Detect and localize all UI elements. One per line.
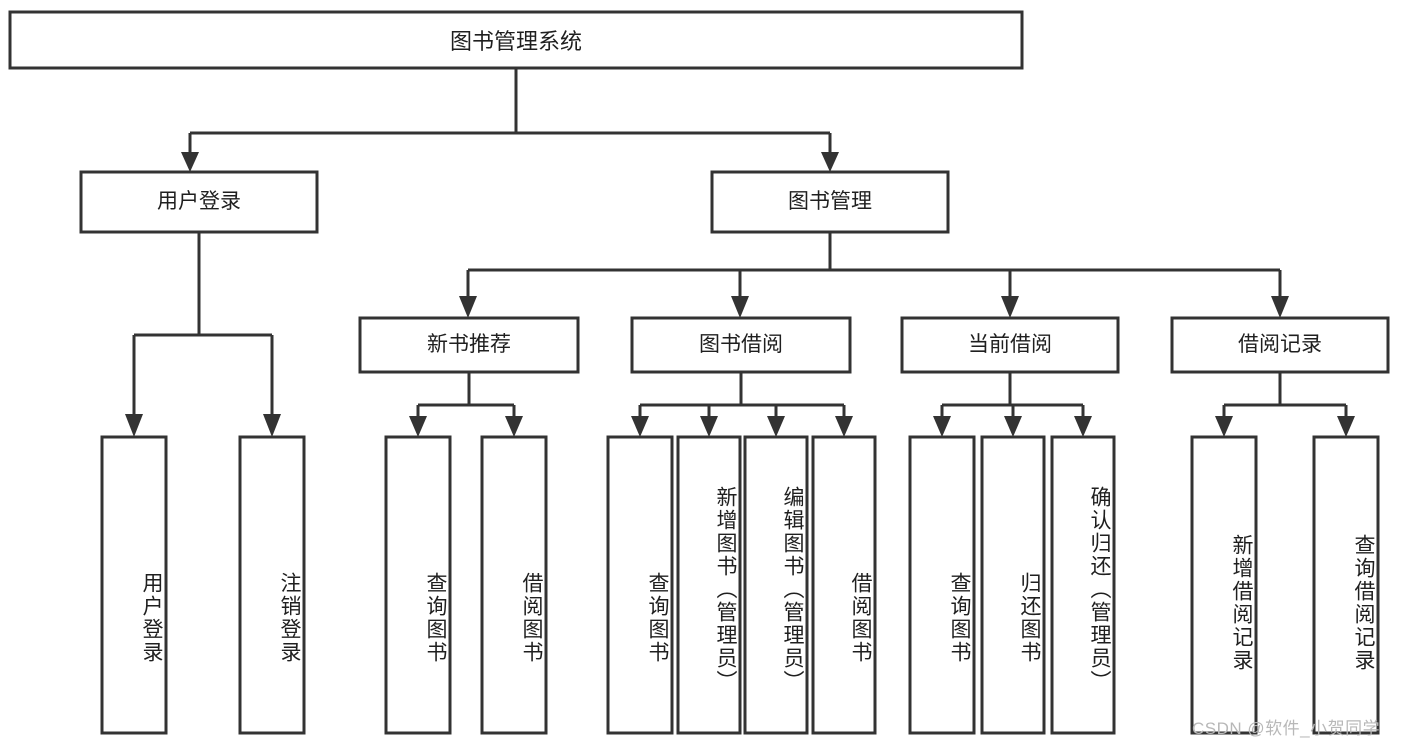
arrowhead-leaf-edit-book xyxy=(767,416,785,437)
edge-layer xyxy=(125,68,1355,437)
csdn-watermark: CSDN @软件_小贺同学 xyxy=(1192,719,1381,738)
node-box-leaf-query-record[interactable] xyxy=(1312,435,1380,735)
arrowhead-leaf-user-login xyxy=(125,414,143,437)
arrowhead-leaf-add-book xyxy=(700,416,718,437)
arrowhead-leaf-borrow-book-1 xyxy=(505,416,523,437)
node-box-borrow-record[interactable] xyxy=(1170,316,1390,374)
node-box-leaf-confirm-return[interactable] xyxy=(1050,435,1116,735)
arrowhead-book-manage xyxy=(821,152,839,172)
arrowhead-leaf-logout xyxy=(263,414,281,437)
node-box-leaf-borrow-book-1[interactable] xyxy=(480,435,548,735)
node-box-leaf-return-book[interactable] xyxy=(980,435,1046,735)
arrowhead-leaf-borrow-book-2 xyxy=(835,416,853,437)
arrowhead-leaf-query-record xyxy=(1337,416,1355,437)
arrowhead-user-login xyxy=(181,152,199,172)
node-box-leaf-query-book-2[interactable] xyxy=(606,435,674,735)
node-box-book-manage[interactable] xyxy=(710,170,950,234)
arrowhead-leaf-confirm-return xyxy=(1074,416,1092,437)
arrowhead-new-book-recommend xyxy=(459,296,477,318)
arrowhead-leaf-return-book xyxy=(1004,416,1022,437)
arrowhead-current-borrow xyxy=(1001,296,1019,318)
node-box-leaf-logout[interactable] xyxy=(238,435,306,735)
node-box-leaf-add-book[interactable] xyxy=(676,435,742,735)
arrowhead-leaf-query-book-1 xyxy=(409,416,427,437)
node-box-user-login[interactable] xyxy=(79,170,319,234)
node-box-new-book-recommend[interactable] xyxy=(358,316,580,374)
arrowhead-leaf-add-record xyxy=(1215,416,1233,437)
node-box-leaf-add-record[interactable] xyxy=(1190,435,1258,735)
node-box-book-borrow[interactable] xyxy=(630,316,852,374)
node-box-leaf-user-login[interactable] xyxy=(100,435,168,735)
node-box-leaf-borrow-book-2[interactable] xyxy=(811,435,877,735)
node-box-leaf-query-book-3[interactable] xyxy=(908,435,976,735)
arrowhead-borrow-record xyxy=(1271,296,1289,318)
node-layer xyxy=(8,10,1390,735)
node-box-root[interactable] xyxy=(8,10,1024,70)
arrowhead-book-borrow xyxy=(731,296,749,318)
arrowhead-leaf-query-book-3 xyxy=(933,416,951,437)
node-box-leaf-query-book-1[interactable] xyxy=(384,435,452,735)
arrowhead-leaf-query-book-2 xyxy=(631,416,649,437)
node-box-leaf-edit-book[interactable] xyxy=(743,435,809,735)
node-box-current-borrow[interactable] xyxy=(900,316,1120,374)
